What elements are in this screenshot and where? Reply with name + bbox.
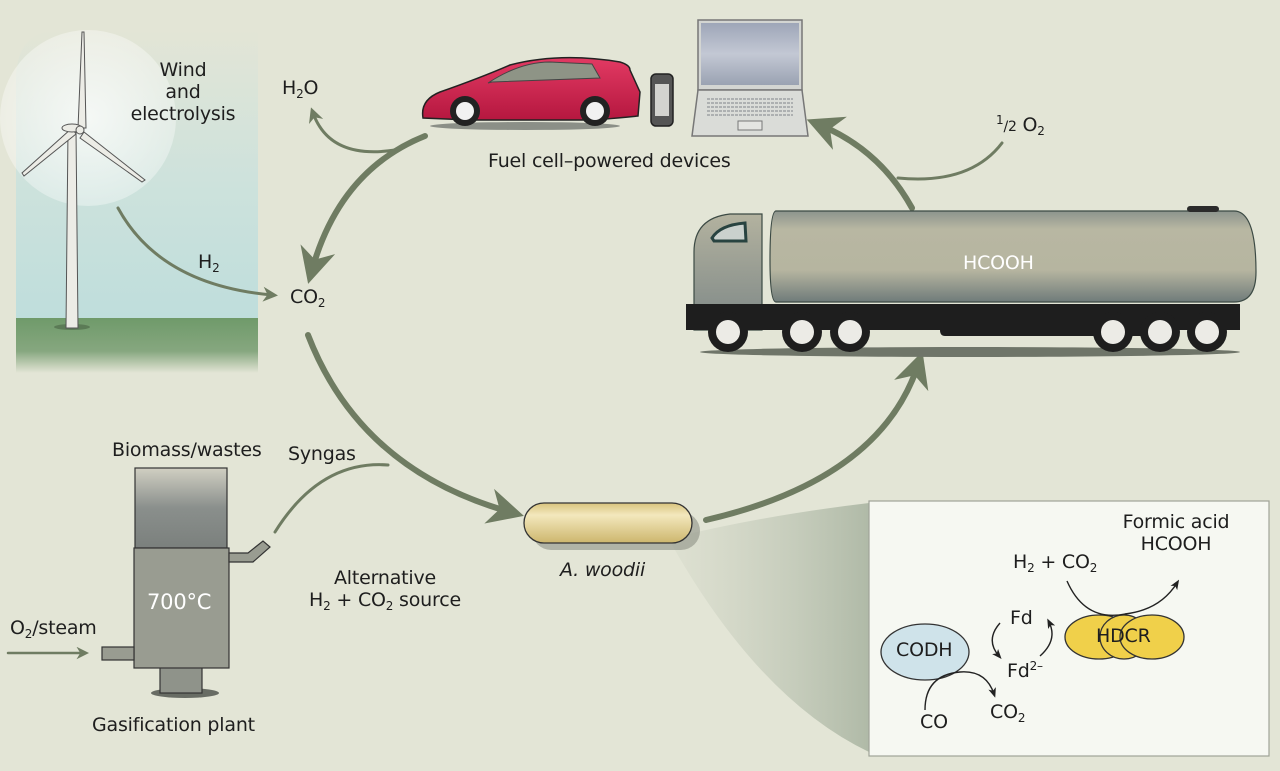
fd-oxidized-label: Fd bbox=[1010, 607, 1033, 629]
smartphone-icon bbox=[650, 73, 674, 127]
formic-acid-label: Formic acid HCOOH bbox=[1122, 511, 1230, 555]
laptop-icon bbox=[691, 19, 809, 137]
arrow-car-to-co2 bbox=[300, 133, 428, 284]
temperature-label: 700°C bbox=[147, 590, 212, 614]
fuel-cell-car-icon bbox=[421, 56, 641, 130]
bacterium-icon bbox=[523, 502, 700, 550]
codh-label: CODH bbox=[896, 639, 953, 661]
tanker-label: HCOOH bbox=[963, 252, 1034, 274]
zoom-cone bbox=[672, 503, 869, 752]
h2o-label: H2O bbox=[282, 77, 319, 101]
co-label: CO bbox=[920, 711, 948, 733]
arrow-fd-oxidize bbox=[1039, 618, 1056, 657]
arrow-o2-to-cycle bbox=[896, 141, 1004, 181]
arrow-fd-reduce bbox=[991, 622, 1002, 659]
h2-label: H2 bbox=[198, 251, 220, 275]
devices-label: Fuel cell–powered devices bbox=[488, 150, 731, 172]
wind-panel bbox=[0, 30, 258, 373]
codh-enzyme-shape bbox=[880, 623, 970, 681]
syngas-label: Syngas bbox=[288, 443, 356, 465]
arrow-h2co2-to-formate bbox=[1066, 579, 1180, 616]
hdcr-enzyme-shape bbox=[1064, 614, 1185, 660]
arrow-co2-to-bacterium bbox=[305, 332, 524, 524]
arrow-bacterium-to-tanker bbox=[703, 351, 929, 523]
h2-co2-reactant-label: H2 + CO2 bbox=[1013, 551, 1098, 575]
inset-co2-label: CO2 bbox=[990, 701, 1026, 725]
arrow-h2-to-co2 bbox=[116, 206, 278, 302]
arrow-syngas bbox=[273, 463, 390, 534]
arrow-car-to-h2o bbox=[309, 107, 397, 154]
tanker-truck-icon bbox=[686, 206, 1257, 357]
wind-title: Wind and electrolysis bbox=[130, 59, 236, 125]
inset-shapes bbox=[868, 500, 1270, 757]
fd-reduced-label: Fd2– bbox=[1007, 659, 1043, 682]
half-o2-label: 1/2 O2 bbox=[996, 113, 1045, 138]
biomass-label: Biomass/wastes bbox=[112, 439, 262, 461]
wind-turbine-icon bbox=[21, 31, 146, 330]
grass-ground bbox=[16, 318, 258, 373]
o2-steam-label: O2/steam bbox=[10, 617, 97, 641]
gasifier-icon bbox=[101, 467, 271, 698]
co2-label: CO2 bbox=[290, 286, 326, 310]
arrow-tanker-to-devices bbox=[806, 116, 915, 211]
gasification-plant-label: Gasification plant bbox=[92, 714, 255, 736]
alternative-source-label: Alternative H2 + CO2 source bbox=[309, 567, 461, 613]
organism-label: A. woodii bbox=[560, 559, 646, 581]
arrows bbox=[6, 107, 1004, 660]
hdcr-label: HDCR bbox=[1096, 625, 1151, 647]
arrow-co-to-co2 bbox=[924, 671, 996, 711]
glow-circle bbox=[0, 30, 176, 206]
